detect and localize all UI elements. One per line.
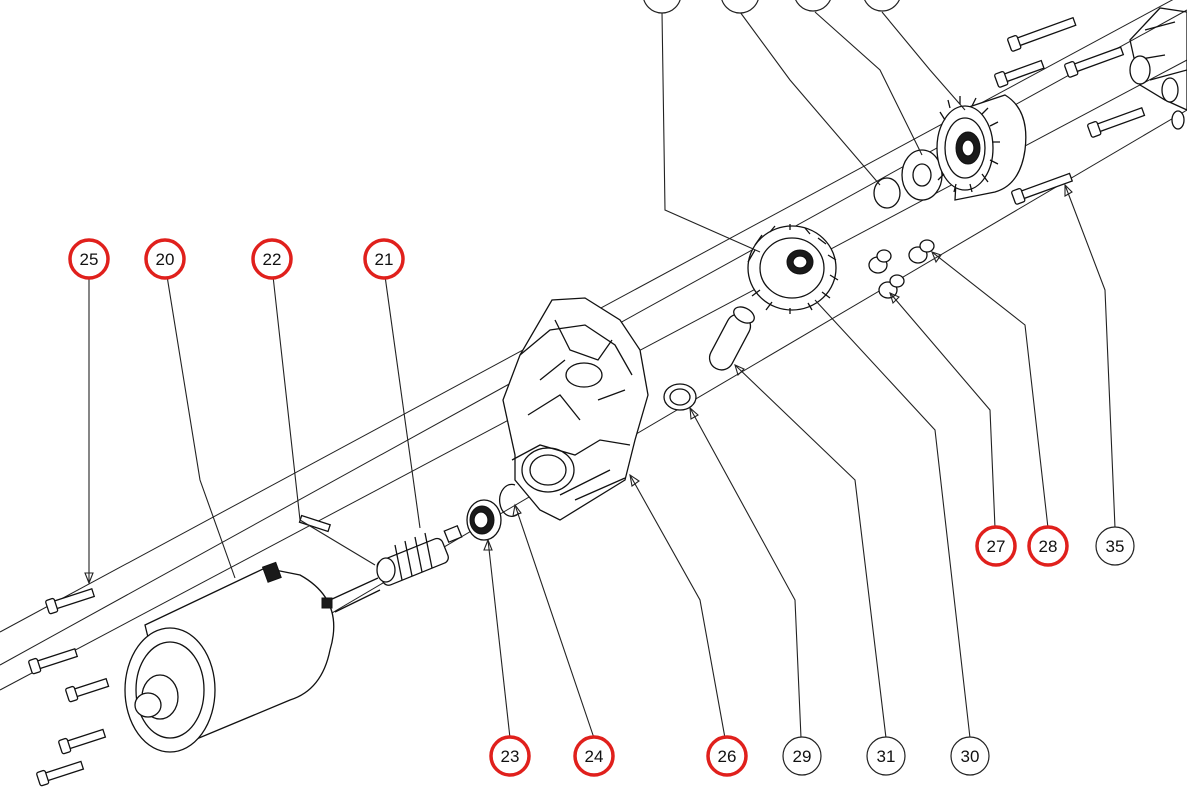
motor-part [124,561,381,753]
callout-33-label: 33 [804,0,823,2]
screw-set-left [28,588,110,787]
callout-30: 30 [950,736,990,776]
washer-part [901,149,943,201]
callout-31-label: 31 [877,747,896,766]
callout-21-label: 21 [375,250,394,269]
callout-33: 33 [795,0,831,12]
bearing-part [466,499,502,541]
callout-20-label: 20 [156,250,175,269]
cylinder-pin-part [708,306,755,371]
callout-67: 67 [643,0,681,14]
callout-32: 32 [721,0,759,14]
callout-32-label: 32 [731,0,750,4]
callout-34-label: 34 [873,0,892,2]
callout-27-label: 27 [987,537,1006,556]
callout-35-label: 35 [1106,537,1125,556]
callout-23-label: 23 [501,747,520,766]
callout-25-label: 25 [80,250,99,269]
worm-gear-part [376,524,463,586]
callout-29-label: 29 [793,747,812,766]
callout-30-label: 30 [961,747,980,766]
callout-28-label: 28 [1039,537,1058,556]
callout-20: 20 [144,238,186,280]
screw-set-upper-right [994,16,1146,205]
callout-22: 22 [251,238,293,280]
bevel-gear-small-part [747,224,839,314]
pin-part [298,514,332,533]
callout-31: 31 [866,736,906,776]
clip-ring-part [498,483,520,517]
gear-housing-part [502,297,649,521]
upper-right-housing-part [1129,7,1187,130]
callout-24-label: 24 [585,747,604,766]
callout-67-label: 67 [653,0,672,4]
leader-lines [84,11,1116,739]
callout-24: 24 [573,735,615,777]
snap-ring-part [873,177,901,209]
seal-ring-part [663,383,697,411]
callout-22-label: 22 [263,250,282,269]
callout-21: 21 [363,238,405,280]
callout-25: 25 [68,238,110,280]
callout-34: 34 [864,0,900,12]
nut-parts [868,239,935,299]
callout-28: 28 [1027,525,1069,567]
callout-26-label: 26 [718,747,737,766]
callout-27: 27 [975,525,1017,567]
callout-35: 35 [1095,526,1135,566]
callout-29: 29 [782,736,822,776]
callout-23: 23 [489,735,531,777]
callout-26: 26 [706,735,748,777]
bevel-gear-large-part [936,94,1027,201]
